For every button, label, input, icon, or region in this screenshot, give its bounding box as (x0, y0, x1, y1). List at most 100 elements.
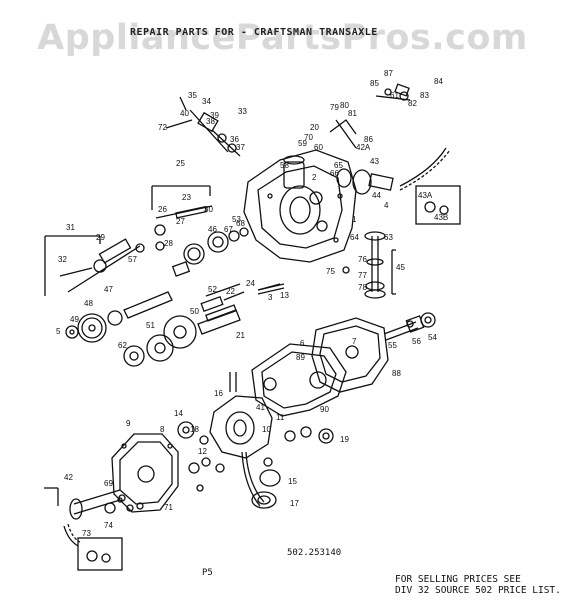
gears-lower-left (123, 283, 285, 367)
callout-42a: 42A (356, 143, 371, 152)
callout-72: 72 (158, 123, 167, 132)
callout-52: 52 (208, 285, 217, 294)
lower-cover (111, 433, 211, 513)
callout-21: 21 (236, 331, 245, 340)
shaft-bracket-25 (151, 185, 213, 251)
callout-69: 69 (104, 479, 113, 488)
callout-6: 6 (300, 339, 305, 348)
callout-84: 84 (434, 77, 443, 86)
callout-41: 41 (256, 403, 265, 412)
callout-67: 67 (224, 225, 233, 234)
callout-23: 23 (182, 193, 191, 202)
callout-13: 13 (280, 291, 289, 300)
callout-16: 16 (214, 389, 223, 398)
callout-32: 32 (58, 255, 67, 264)
callout-70: 70 (304, 133, 313, 142)
callout-40: 40 (180, 109, 189, 118)
callout-34: 34 (202, 97, 211, 106)
callout-78: 78 (358, 283, 367, 292)
callout-71: 71 (164, 503, 173, 512)
pricing-note: FOR SELLING PRICES SEE DIV 32 SOURCE 502… (395, 574, 561, 596)
callout-3: 3 (268, 293, 273, 302)
callout-66: 66 (330, 169, 339, 178)
callout-19: 19 (340, 435, 349, 444)
callout-56: 56 (412, 337, 421, 346)
watermark: AppliancePartsPros.com (37, 18, 528, 58)
callout-24: 24 (246, 279, 255, 288)
callout-85: 85 (370, 79, 379, 88)
callout-82: 82 (408, 99, 417, 108)
callout-55: 55 (388, 341, 397, 350)
callout-43b: 43B (434, 213, 448, 222)
callout-17: 17 (290, 499, 299, 508)
axle-assembly (44, 487, 144, 520)
callout-12: 12 (198, 447, 207, 456)
callout-15: 15 (288, 477, 297, 486)
shift-assembly-right (329, 83, 411, 195)
misc-pins (196, 266, 350, 492)
callout-39: 39 (210, 111, 219, 120)
callout-48: 48 (84, 299, 93, 308)
inset-box-bottom (63, 523, 123, 571)
shift-linkage-top (165, 96, 241, 157)
fork-assembly (241, 451, 281, 509)
callout-4: 4 (384, 201, 389, 210)
gear-cluster-middle (65, 227, 249, 343)
callout-42: 42 (64, 473, 73, 482)
inset-box-top (399, 147, 461, 225)
callout-76: 76 (358, 255, 367, 264)
callout-37: 37 (236, 143, 245, 152)
callout-22: 22 (226, 287, 235, 296)
callout-89: 89 (296, 353, 305, 362)
callout-51: 51 (146, 321, 155, 330)
shaft-right-55 (383, 312, 436, 341)
callout-20: 20 (310, 123, 319, 132)
callout-10: 10 (262, 425, 271, 434)
callout-79: 79 (330, 103, 339, 112)
callout-43a: 43A (418, 191, 433, 200)
callout-65: 65 (334, 161, 343, 170)
page-number: P5 (202, 568, 213, 578)
callout-80: 80 (340, 101, 349, 110)
callout-53: 53 (232, 215, 241, 224)
callout-36: 36 (230, 135, 239, 144)
callout-25: 25 (176, 159, 185, 168)
callout-38: 38 (206, 117, 215, 126)
gasket-plates (251, 317, 389, 417)
callout-59: 59 (298, 139, 307, 148)
callout-61: 61 (390, 91, 399, 100)
callout-45: 45 (396, 263, 405, 272)
callout-50: 50 (190, 307, 199, 316)
shaft-bracket-31 (44, 235, 141, 296)
callout-9: 9 (126, 419, 131, 428)
callout-90: 90 (320, 405, 329, 414)
callout-54: 54 (428, 333, 437, 342)
callout-81: 81 (348, 109, 357, 118)
callout-88: 88 (392, 369, 401, 378)
callout-30: 30 (204, 205, 213, 214)
pricing-note-line2: DIV 32 SOURCE 502 PRICE LIST. (395, 585, 561, 596)
callout-74: 74 (104, 521, 113, 530)
callout-46: 46 (208, 225, 217, 234)
callout-14: 14 (174, 409, 183, 418)
callout-64: 64 (350, 233, 359, 242)
callout-47: 47 (104, 285, 113, 294)
callout-73: 73 (82, 529, 91, 538)
callout-75: 75 (326, 267, 335, 276)
callout-7: 7 (352, 337, 357, 346)
lower-housing (177, 372, 334, 459)
callout-1: 1 (352, 215, 357, 224)
callout-57: 57 (128, 255, 137, 264)
callout-28: 28 (164, 239, 173, 248)
callout-83: 83 (420, 91, 429, 100)
callout-8: 8 (160, 425, 165, 434)
callout-5: 5 (56, 327, 61, 336)
callout-33: 33 (238, 107, 247, 116)
callout-62: 62 (118, 341, 127, 350)
callout-49: 49 (70, 315, 79, 324)
pricing-note-line1: FOR SELLING PRICES SEE (395, 574, 521, 585)
callout-27: 27 (176, 217, 185, 226)
callout-29: 29 (96, 233, 105, 242)
callout-77: 77 (358, 271, 367, 280)
right-shaft-45 (364, 231, 396, 299)
